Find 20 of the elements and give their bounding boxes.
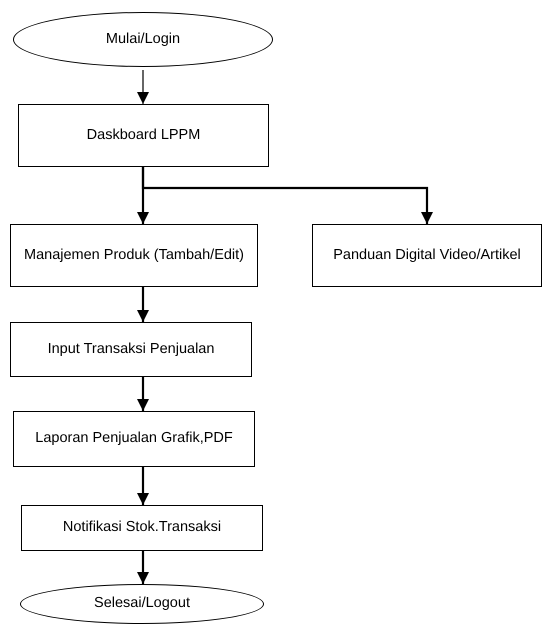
node-label: Daskboard LPPM [86,126,200,144]
node-label: Laporan Penjualan Grafik,PDF [35,430,233,448]
arrow [142,167,433,224]
arrow [137,70,149,104]
arrow [137,467,149,505]
arrow [137,551,149,584]
node-label: Manajemen Produk (Tambah/Edit) [24,246,244,264]
node-label: Selesai/Logout [94,595,190,613]
arrow [137,377,149,411]
process-box [13,411,255,467]
process-box [10,224,258,287]
node-label: Notifikasi Stok.Transaksi [62,519,222,537]
node-label: Mulai/Login [106,30,180,48]
arrow [137,287,149,322]
process-box [312,224,542,287]
node-label: Panduan Digital Video/Artikel [333,246,521,264]
process-box [18,104,269,167]
process-box [10,322,252,377]
process-box [21,505,263,551]
node-label: Input Transaksi Penjualan [48,340,214,358]
